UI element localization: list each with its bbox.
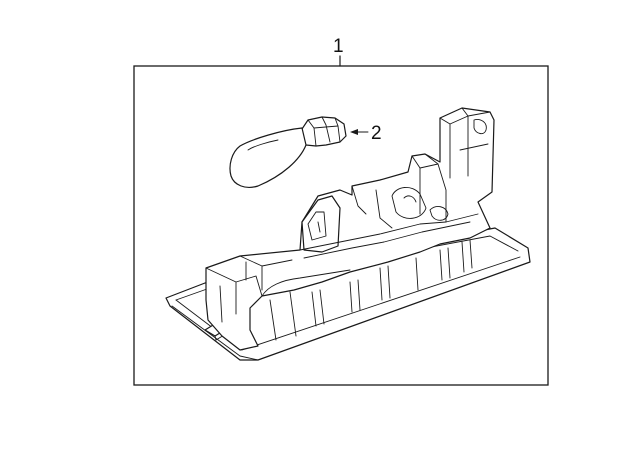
assembly-frame bbox=[133, 65, 549, 386]
license-lamp-housing-icon bbox=[165, 107, 531, 361]
wedge-bulb-icon bbox=[229, 116, 347, 188]
callout-1-label: 1 bbox=[333, 36, 344, 57]
callout-2: 2 bbox=[350, 123, 382, 144]
callout-2-label: 2 bbox=[371, 123, 382, 144]
